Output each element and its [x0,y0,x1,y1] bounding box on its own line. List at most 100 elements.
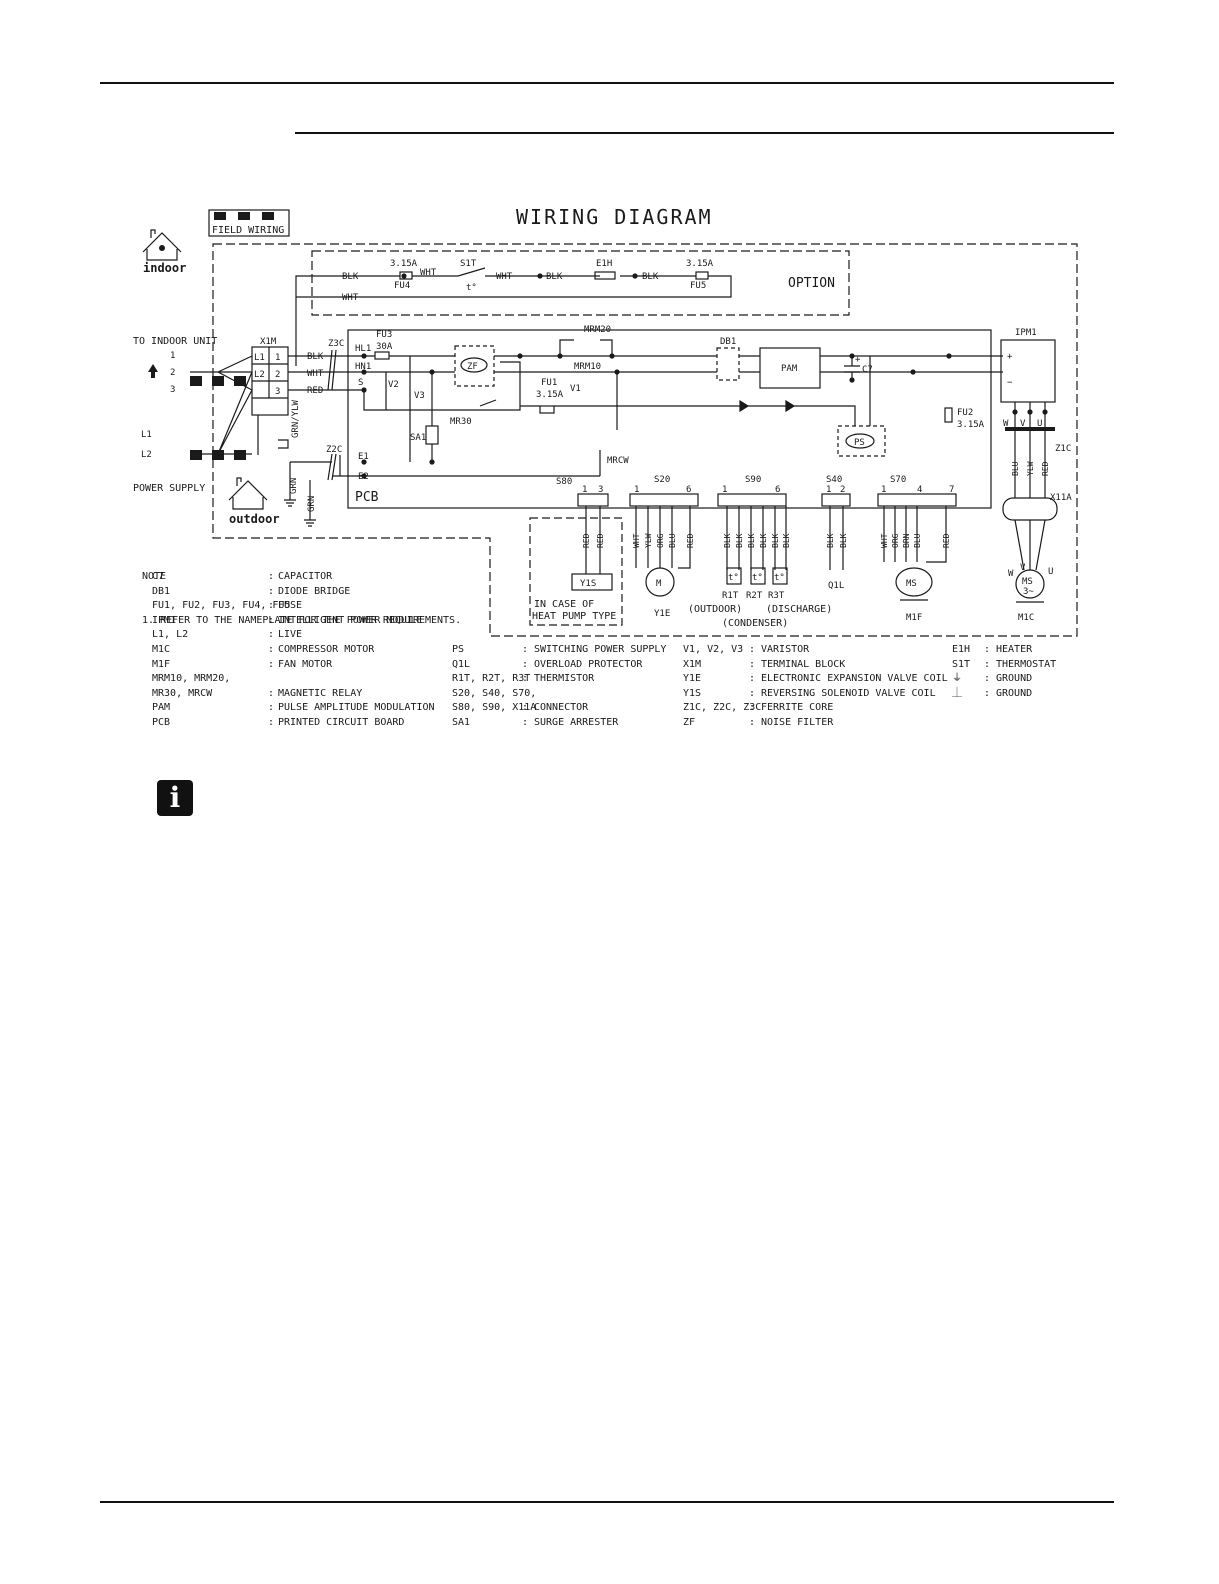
legend-row: ZF:NOISE FILTER [683,716,948,731]
legend-desc: OVERLOAD PROTECTOR [534,658,643,670]
label-e1h: E1H [596,259,612,269]
legend-colon: : [749,644,756,655]
label-m: M [656,579,662,589]
label-y1e: Y1E [654,609,670,619]
label-r2t: R2T [746,591,763,601]
legend-row: MR30, MRCW:MAGNETIC RELAY [152,687,435,702]
legend-code: PS [452,644,465,655]
power-supply-label: POWER SUPPLY [133,483,205,494]
heat-pump-note-2: HEAT PUMP TYPE [532,611,616,622]
label-m1f: M1F [906,613,922,623]
label-y1s: Y1S [580,579,596,589]
wire-color-label: BLK [771,533,780,548]
label-fu3: FU3 [376,330,392,340]
label-s20-6: 6 [686,485,691,495]
condenser-paren: (CONDENSER) [722,618,788,629]
label-t-s1t: t° [466,283,477,293]
option-label: OPTION [788,276,835,291]
label-v-ipm: V [1020,419,1026,429]
legend-desc: GROUND [996,687,1033,699]
label-grnylw: GRN/YLW [291,399,301,438]
wire-color-label: BLK [759,533,768,548]
label-grn-1: GRN [289,478,299,494]
wire-color-label: RED [686,533,695,548]
wire-color-label: WHT [632,533,641,548]
label-x1m: X1M [260,337,277,347]
label-wht-opt: WHT [342,293,359,303]
wire-color-label: RED [1041,461,1050,476]
wire-color-label: RED [942,533,951,548]
label-ipm-minus: − [1007,378,1013,388]
label-wht-opt3: WHT [496,272,513,282]
legend-code: S80, S90, X11A [452,702,537,714]
legend-row: ⏊:GROUND [952,687,1056,702]
legend-colon: : [268,614,275,626]
label-s40: S40 [826,475,842,485]
legend-code: V1, V2, V3 [683,644,744,655]
legend-desc: INTELLIGENT POWER MODULE [278,614,423,626]
outdoor-paren: (OUTDOOR) [688,604,742,615]
legend-colon: : [522,702,529,714]
legend-row: M1F:FAN MOTOR [152,658,435,673]
outdoor-label: outdoor [229,512,280,526]
legend-desc: PULSE AMPLITUDE MODULATION [278,702,435,714]
legend-desc: FAN MOTOR [278,658,333,670]
legend-row: PS:SWITCHING POWER SUPPLY [452,643,666,658]
wire-color-label: BLK [826,533,835,548]
legend-row: PAM:PULSE AMPLITUDE MODULATION [152,701,435,716]
legend-colon: : [522,716,529,728]
legend-row: DB1:DIODE BRIDGE [152,585,435,600]
legend-desc: LIVE [278,629,303,641]
label-u-m1c: U [1048,567,1053,577]
label-s70: S70 [890,475,906,485]
label-fu4v: 3.15A [390,259,418,269]
legend-row: Z1C, Z2C, Z3C:FERRITE CORE [683,701,948,716]
legend-colon: : [268,658,275,670]
wiring-diagram: WIRING DIAGRAM FIELD WIRING indoor outdo… [133,205,1078,637]
label-blk-opt3: BLK [642,272,659,282]
legend-colon: : [268,643,275,655]
heat-pump-note-1: IN CASE OF [534,599,594,610]
legend-row: S20, S40, S70, [452,687,666,702]
legend-code: L1, L2 [152,629,189,641]
wire-color-label: WHT [880,533,889,548]
label-pam: PAM [781,364,798,374]
legend-desc: FUSE [278,600,303,612]
legend-colon: : [984,658,991,670]
label-fu3v: 30A [376,342,393,352]
legend-desc: MAGNETIC RELAY [278,687,363,699]
label-v-m1c: V [1020,563,1026,573]
legend-colon: : [522,658,529,670]
legend-row: ⏚:GROUND [952,672,1056,687]
label-s90-6: 6 [775,485,780,495]
legend-colon: : [268,585,275,597]
label-t1: t° [728,573,739,583]
legend-desc: COMPRESSOR MOTOR [278,643,375,655]
label-m1c: M1C [1018,613,1034,623]
legend-colon: : [984,644,991,655]
wire-color-label: BLK [782,533,791,548]
top-rule [100,82,1114,84]
wire-color-label: BRN [902,533,911,548]
legend-colon: : [749,658,756,670]
label-t3: t° [774,573,785,583]
label-ipm-plus: + [1007,352,1013,362]
label-mrm20: MRM20 [584,325,611,335]
legend-code: M1C [152,643,171,655]
legend-desc: HEATER [996,644,1033,655]
legend-row: FU1, FU2, FU3, FU4, FU5:FUSE [152,599,435,614]
label-s20: S20 [654,475,670,485]
legend-row: IPM1:INTELLIGENT POWER MODULE [152,614,435,629]
label-sa1: SA1 [410,433,426,443]
label-s: S [358,378,363,388]
label-red-1: RED [307,386,323,396]
label-x1m-2: 2 [275,370,280,380]
pcb-label: PCB [355,490,379,505]
legend-row: Y1E:ELECTRONIC EXPANSION VALVE COIL [683,672,948,687]
label-ipm1: IPM1 [1015,328,1037,338]
legend-row: Y1S:REVERSING SOLENOID VALVE COIL [683,687,948,702]
legend-code: Y1E [683,673,702,685]
label-e1: E1 [358,452,369,462]
label-mrm10: MRM10 [574,362,601,372]
label-mrcw: MRCW [607,456,629,466]
